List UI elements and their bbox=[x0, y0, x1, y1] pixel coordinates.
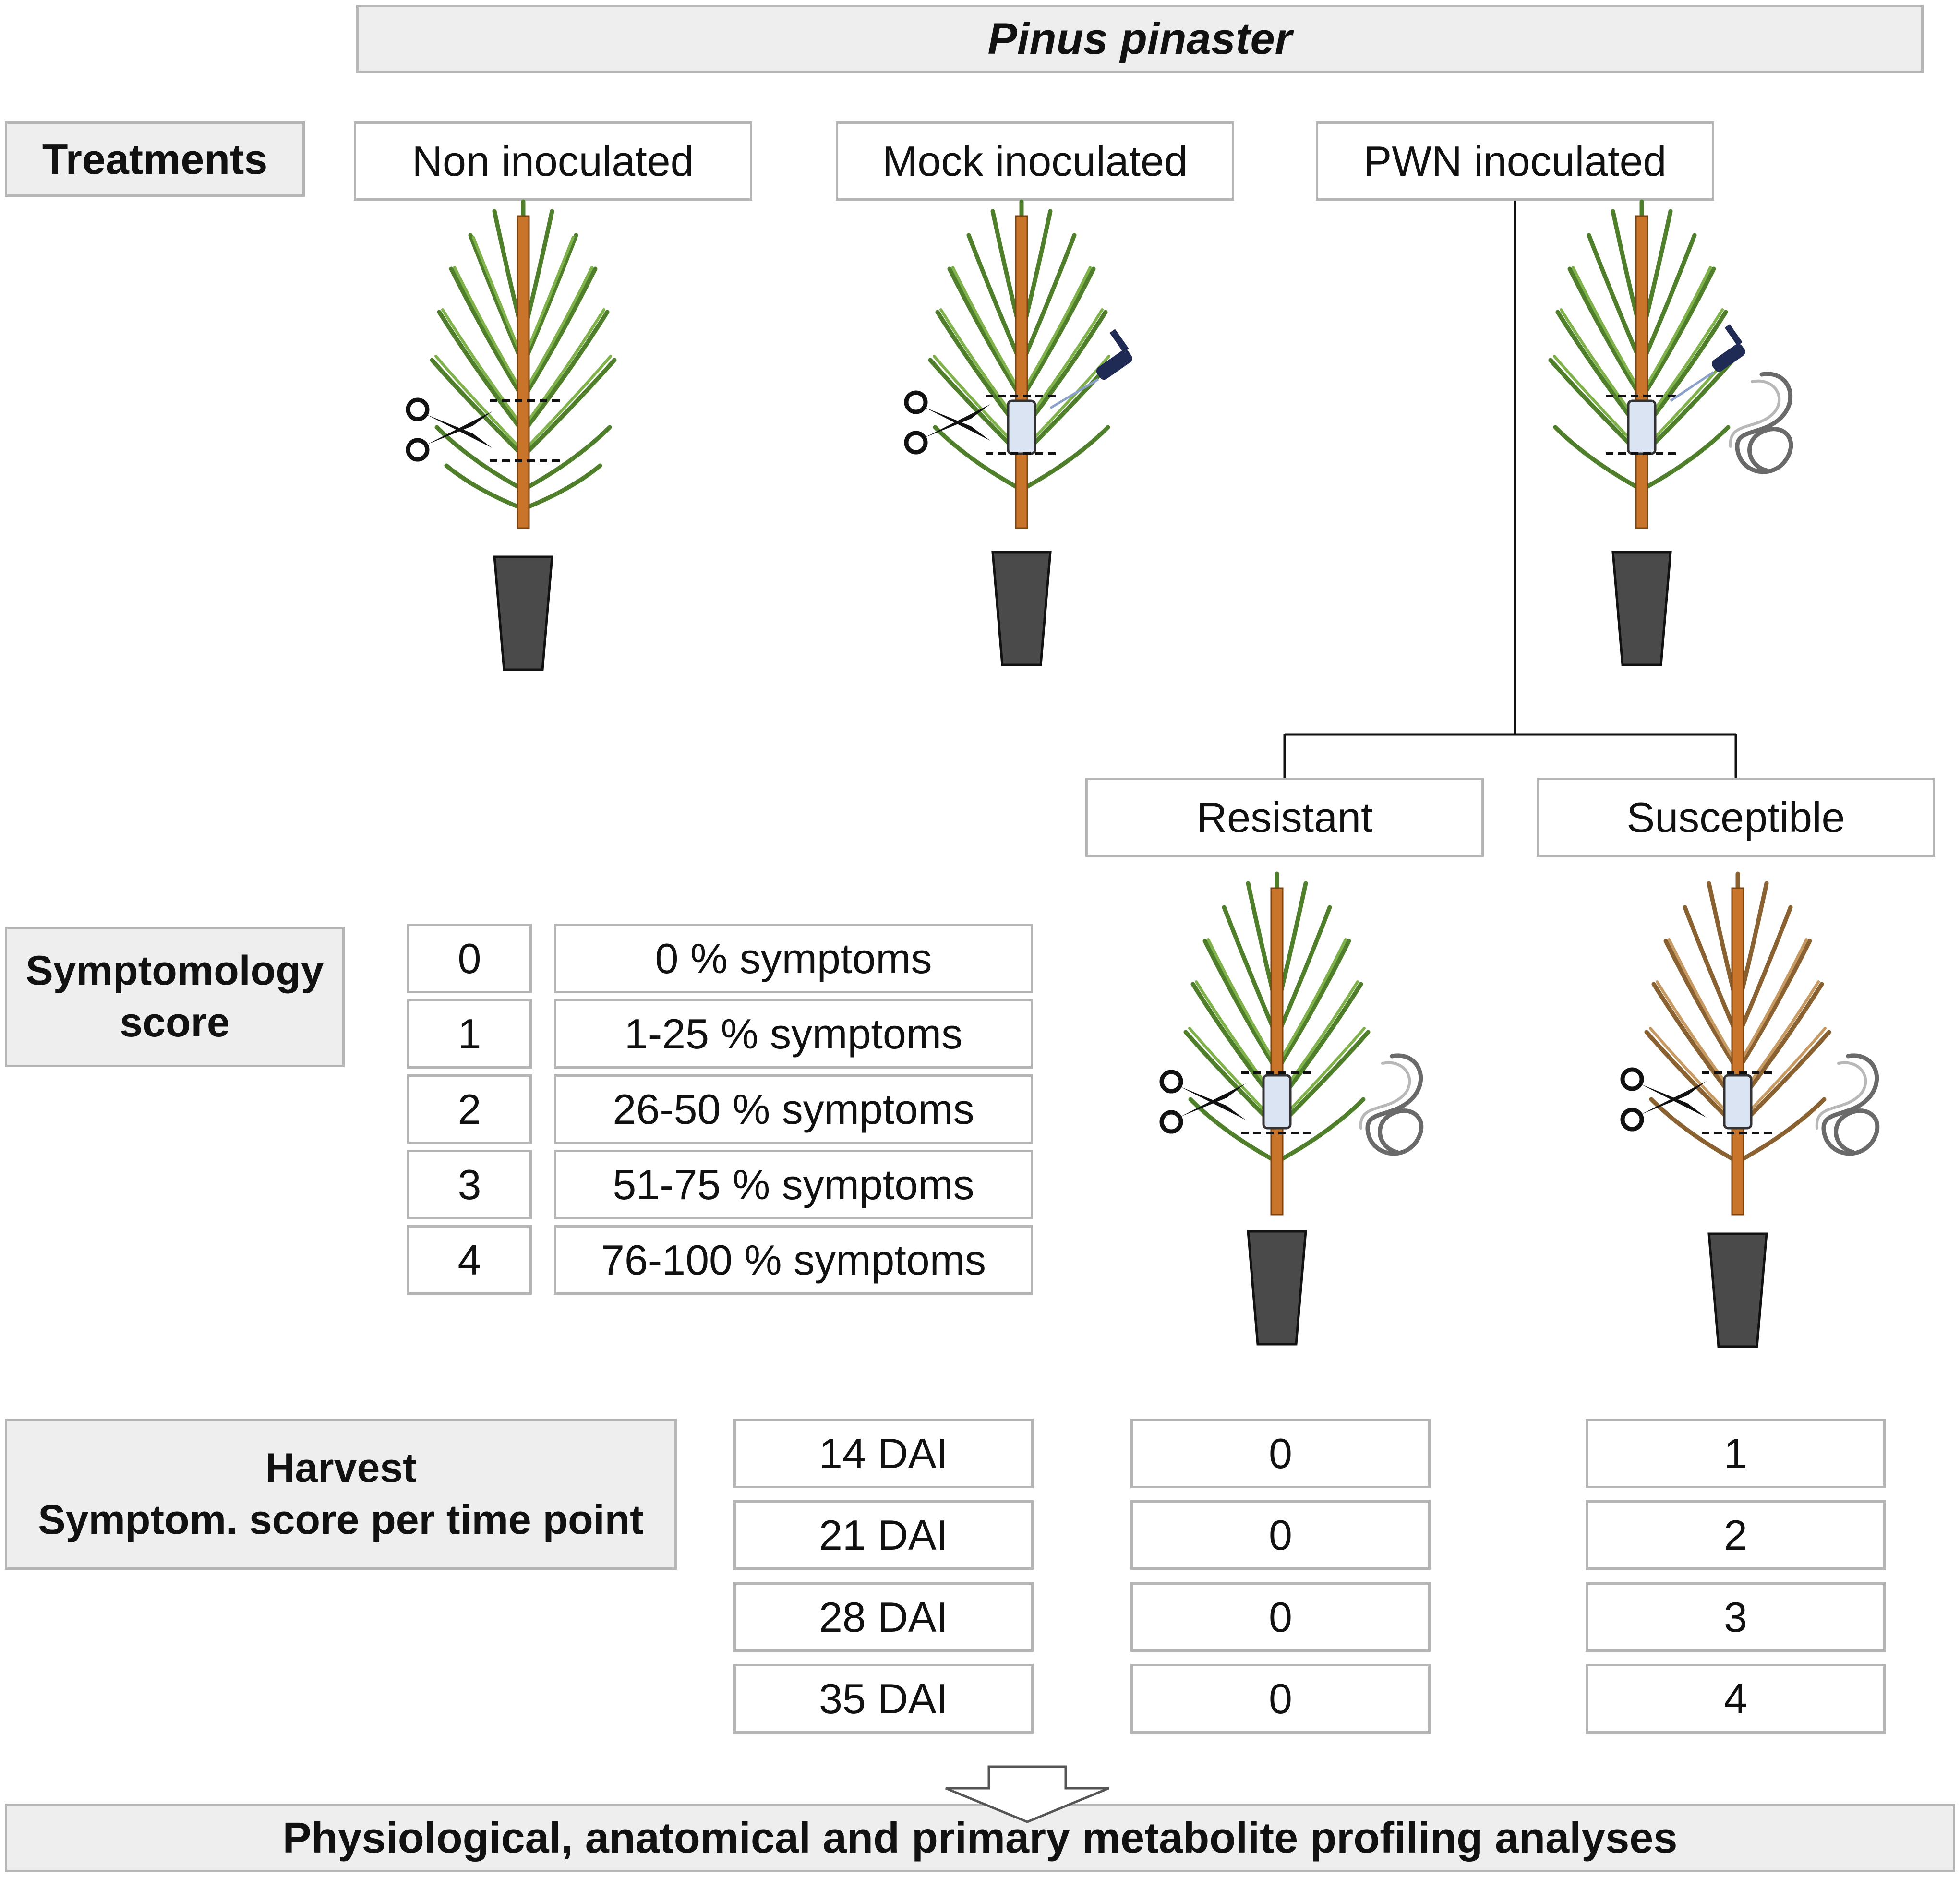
score-description: 51-75 % symptoms bbox=[554, 1150, 1033, 1219]
time-point-cell: 21 DAI bbox=[733, 1500, 1034, 1570]
plant-resistant bbox=[1162, 871, 1421, 1346]
susceptible-score-cell: 2 bbox=[1586, 1500, 1886, 1570]
outcome-resistant: Resistant bbox=[1085, 778, 1484, 857]
plant-mock-inoculated bbox=[906, 199, 1132, 666]
treatment-pwn-inoculated: PWN inoculated bbox=[1316, 121, 1714, 201]
plant-pwn-inoculated bbox=[1548, 199, 1791, 666]
plant-non-inoculated bbox=[408, 199, 617, 671]
treatment-non-inoculated: Non inoculated bbox=[354, 121, 752, 201]
susceptible-score-cell: 4 bbox=[1586, 1664, 1886, 1734]
analyses-footer: Physiological, anatomical and primary me… bbox=[5, 1804, 1955, 1872]
outcome-susceptible: Susceptible bbox=[1537, 778, 1935, 857]
time-point-cell: 28 DAI bbox=[733, 1582, 1034, 1652]
score-cell: 0 bbox=[407, 924, 532, 993]
resistant-score-cell: 0 bbox=[1130, 1664, 1431, 1734]
score-cell: 2 bbox=[407, 1074, 532, 1144]
down-arrow-icon bbox=[945, 1765, 1109, 1823]
susceptible-score-cell: 3 bbox=[1586, 1582, 1886, 1652]
symptomology-label: Symptomology score bbox=[5, 927, 345, 1067]
plant-susceptible bbox=[1623, 871, 1877, 1348]
time-point-cell: 14 DAI bbox=[733, 1419, 1034, 1488]
resistant-score-cell: 0 bbox=[1130, 1500, 1431, 1570]
score-description: 26-50 % symptoms bbox=[554, 1074, 1033, 1144]
score-description: 0 % symptoms bbox=[554, 924, 1033, 993]
treatments-label: Treatments bbox=[5, 121, 305, 197]
susceptible-score-cell: 1 bbox=[1586, 1419, 1886, 1488]
species-title: Pinus pinaster bbox=[356, 5, 1924, 73]
harvest-label: Harvest Symptom. score per time point bbox=[5, 1419, 677, 1570]
score-description: 76-100 % symptoms bbox=[554, 1225, 1033, 1295]
score-cell: 4 bbox=[407, 1225, 532, 1295]
resistant-score-cell: 0 bbox=[1130, 1582, 1431, 1652]
score-cell: 3 bbox=[407, 1150, 532, 1219]
resistant-score-cell: 0 bbox=[1130, 1419, 1431, 1488]
score-description: 1-25 % symptoms bbox=[554, 999, 1033, 1069]
score-cell: 1 bbox=[407, 999, 532, 1069]
time-point-cell: 35 DAI bbox=[733, 1664, 1034, 1734]
treatment-mock-inoculated: Mock inoculated bbox=[836, 121, 1234, 201]
